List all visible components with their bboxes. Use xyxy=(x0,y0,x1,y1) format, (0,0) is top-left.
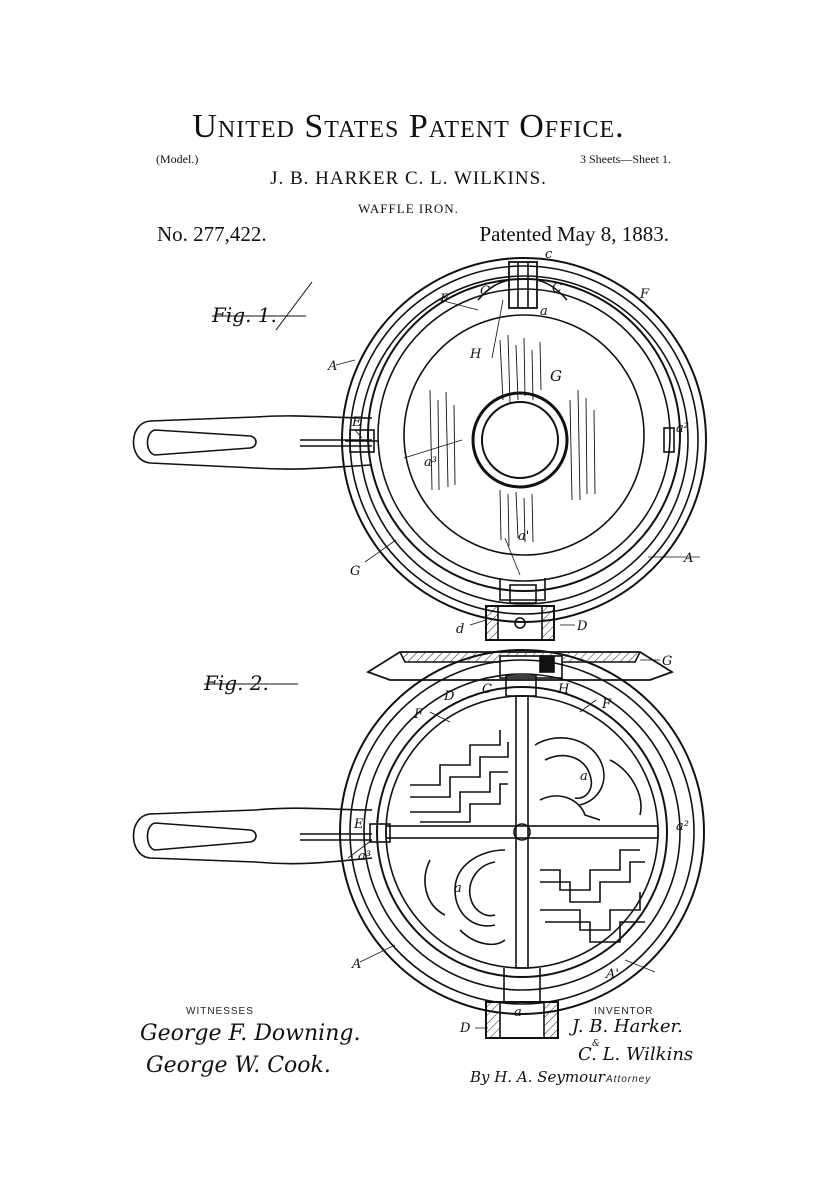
ref-F: F xyxy=(413,707,424,722)
ref-H: H xyxy=(469,347,482,362)
ref-A: A xyxy=(327,359,337,374)
attorney-signature: By H. A. Seymour xyxy=(469,1068,606,1086)
top-hinge xyxy=(477,261,568,309)
fig2-label-text: Fig. 2. xyxy=(203,671,269,695)
ref-a2: a² xyxy=(676,819,689,834)
center-hole xyxy=(471,391,569,489)
ref-G: G xyxy=(350,564,360,579)
bottom-hinge-2 xyxy=(485,968,559,1039)
ref-C: C xyxy=(482,682,492,697)
ref-E: E xyxy=(353,817,364,832)
figure-1 xyxy=(132,257,707,641)
ref-a: a xyxy=(540,304,548,319)
ref-A-prime: A' xyxy=(605,967,619,982)
ref-D: D xyxy=(576,619,588,634)
ref-G: G xyxy=(662,654,672,669)
fig2-label: Fig. 2. xyxy=(203,671,298,695)
fig1-label-text: Fig. 1. xyxy=(211,303,277,327)
office-title: United States Patent Office. xyxy=(192,108,625,145)
witnesses-block: WITNESSES George F. Downing. George W. C… xyxy=(140,1006,360,1078)
ref-D: D xyxy=(459,1021,471,1036)
ref-C: C xyxy=(480,284,490,299)
ref-a2: a² xyxy=(676,421,689,436)
lid-plate xyxy=(367,278,681,592)
curl-pattern-tr xyxy=(534,737,642,821)
ref-a3: a³ xyxy=(424,455,437,470)
left-clamp-2 xyxy=(369,823,391,843)
patent-number: No. 277,422. xyxy=(157,222,267,246)
pan-outer-rim xyxy=(341,257,707,623)
ref-F: F xyxy=(601,697,612,712)
model-label: (Model.) xyxy=(156,152,199,166)
stepped-pattern-tl xyxy=(410,730,509,823)
inventor-signature: J. B. Harker. xyxy=(568,1016,683,1037)
ref-a3: a³ xyxy=(358,849,371,864)
witness-signature: George W. Cook. xyxy=(146,1053,331,1078)
ref-c: c xyxy=(545,247,553,262)
ref-C: C xyxy=(552,281,562,296)
ref-a: a xyxy=(514,1005,522,1020)
skillet-handle xyxy=(132,415,373,470)
ref-a: a xyxy=(580,769,588,784)
attorney-label: Attorney xyxy=(605,1074,651,1085)
right-lug xyxy=(663,427,675,453)
leader-lines xyxy=(335,299,700,626)
ref-a1: a' xyxy=(518,529,529,544)
quadrant-divider xyxy=(385,695,659,969)
invention-title: WAFFLE IRON. xyxy=(358,201,459,216)
inventor-and: & xyxy=(592,1039,600,1049)
ref-G: G xyxy=(550,367,562,385)
ref-F: F xyxy=(439,292,450,307)
figure-2 xyxy=(132,649,705,1039)
inventors-line: J. B. HARKER C. L. WILKINS. xyxy=(270,168,547,189)
ref-d: d xyxy=(456,622,464,637)
bottom-hinge xyxy=(485,578,555,641)
inventor-label: INVENTOR xyxy=(594,1006,654,1017)
inventor-signature: C. L. Wilkins xyxy=(578,1044,693,1065)
ref-E: E xyxy=(351,415,362,430)
sheet-count: 3 Sheets—Sheet 1. xyxy=(580,152,671,166)
ref-A: A xyxy=(351,957,361,972)
ref-F: F xyxy=(639,287,650,302)
ref-D: D xyxy=(443,689,455,704)
ref-H: H xyxy=(557,682,570,697)
left-clamp xyxy=(345,429,378,453)
inventor-block: INVENTOR J. B. Harker. & C. L. Wilkins B… xyxy=(469,1006,693,1086)
skillet-handle-2 xyxy=(132,807,373,865)
lid-shading xyxy=(429,334,596,547)
top-hinge-2 xyxy=(505,675,537,697)
curl-pattern-bl xyxy=(424,849,506,946)
fig1-label: Fig. 1. xyxy=(211,281,313,331)
ref-a: a xyxy=(454,881,462,896)
patent-date: Patented May 8, 1883. xyxy=(479,222,669,246)
witness-signature: George F. Downing. xyxy=(140,1021,360,1046)
ref-A: A xyxy=(683,551,693,566)
witnesses-label: WITNESSES xyxy=(186,1006,254,1017)
stepped-pattern-br xyxy=(540,849,645,943)
